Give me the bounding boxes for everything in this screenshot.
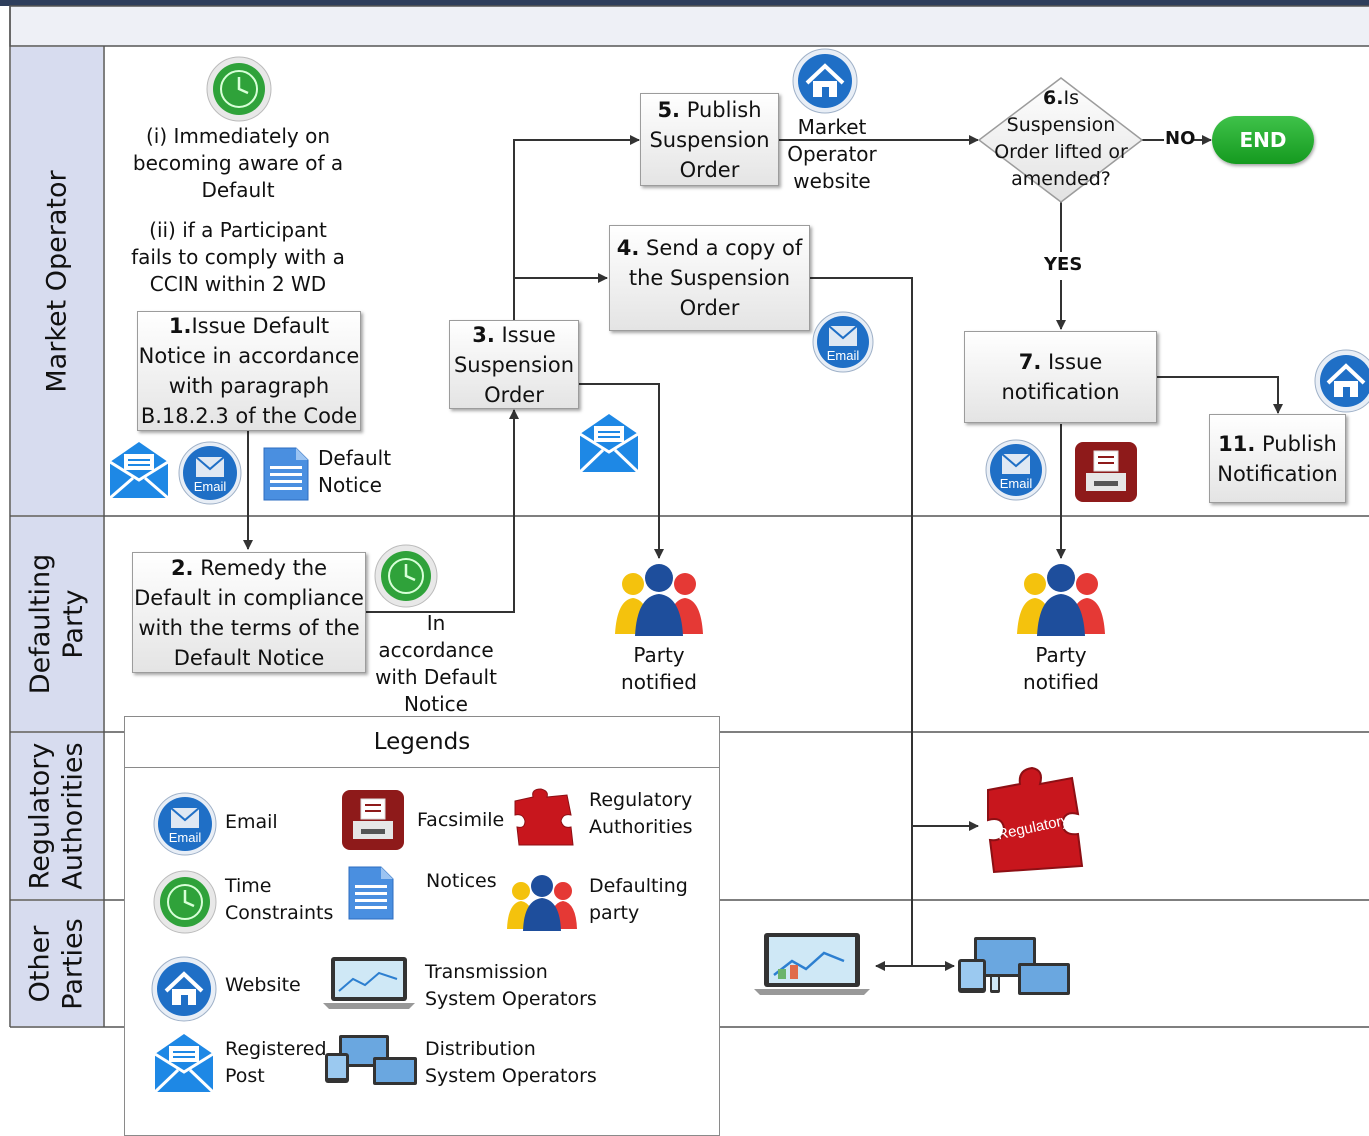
email-icon: Email [178, 441, 242, 505]
clock-icon [206, 56, 272, 122]
regulatory-puzzle-icon [514, 788, 574, 846]
step-3-box[interactable]: 3. Issue Suspension Order [449, 320, 579, 409]
legend-tso-label: Transmission System Operators [425, 961, 597, 1010]
legend-notices-label: Notices [426, 870, 497, 892]
legend-title: Legends [125, 717, 719, 768]
email-icon: Email [812, 311, 874, 373]
clock-icon [153, 870, 217, 934]
transmission-system-operator-icon [754, 933, 870, 995]
registered-post-icon [109, 442, 169, 500]
lane-label-other-parties: Other Parties [24, 917, 89, 1010]
step-2-number: 2. [170, 555, 194, 580]
email-icon: Email [985, 439, 1047, 501]
step-11-text: Publish Notification [1217, 431, 1338, 486]
legend-facsimile-label: Facsimile [417, 809, 505, 831]
registered-post-icon [578, 414, 640, 474]
email-icon-text: Email [194, 479, 227, 494]
step-6-number: 6. [1043, 87, 1064, 109]
party-notified-label: Party notified [621, 643, 697, 694]
step-2-text: Remedy the Default in compliance with th… [134, 555, 364, 670]
email-icon-text: Email [1000, 476, 1033, 491]
step-4-text: Send a copy of the Suspension Order [628, 236, 803, 320]
branch-no-label: NO [1165, 128, 1196, 149]
header-bar [0, 0, 1369, 6]
lane-label-defaulting-party: Defaulting Party [25, 553, 89, 695]
legend-website-label: Website [225, 974, 301, 996]
facsimile-icon [1075, 442, 1137, 502]
lane-label-market-operator: Market Operator [41, 169, 73, 393]
website-icon [792, 48, 858, 114]
legend-time-label: Time Constraints [225, 875, 334, 924]
distribution-system-operator-icon [958, 937, 1070, 995]
registered-post-icon [153, 1034, 215, 1094]
step-2-box[interactable]: 2. Remedy the Default in compliance with… [132, 552, 366, 673]
lane-market-operator: Market Operator [11, 47, 103, 515]
step-6-text: Is Suspension Order lifted or amended? [994, 87, 1128, 190]
legend-dso-label: Distribution System Operators [425, 1038, 597, 1087]
market-operator-website-label: Market Operator website [787, 115, 877, 193]
step-3-text: Issue Suspension Order [453, 322, 575, 407]
in-accordance-text: In accordance with Default Notice [375, 611, 497, 716]
step-11-box[interactable]: 11. Publish Notification [1209, 414, 1346, 503]
step-1-number: 1. [168, 314, 192, 338]
step-5-text: Publish Suspension Order [649, 97, 770, 182]
legend-email-label: Email [225, 811, 278, 833]
email-icon: Email [153, 792, 217, 856]
website-icon [151, 956, 217, 1022]
step-11-number: 11. [1218, 431, 1256, 456]
step-6-decision[interactable]: 6.Is Suspension Order lifted or amended? [986, 85, 1136, 193]
email-icon-text: Email [827, 348, 860, 363]
notice-document-icon [263, 447, 309, 501]
trigger-ccin-text: (ii) if a Participant fails to comply wi… [131, 218, 345, 296]
step-5-box[interactable]: 5. Publish Suspension Order [640, 93, 779, 186]
time-constraint-icon [374, 544, 438, 608]
branch-yes-label: YES [1044, 254, 1083, 275]
legend-regulatory-label: Regulatory Authorities [589, 789, 693, 838]
step-7-box[interactable]: 7. Issue notification [964, 331, 1157, 423]
legend-defaulting-label: Defaulting party [589, 875, 688, 924]
end-terminator[interactable]: END [1212, 116, 1314, 164]
lane-label-regulatory-authorities: Regulatory Authorities [25, 742, 90, 890]
lane-other-parties: Other Parties [11, 901, 103, 1026]
notice-document-icon [348, 866, 394, 920]
website-icon [1314, 349, 1369, 413]
defaulting-party-icon [507, 875, 577, 931]
lane-defaulting-party: Defaulting Party [11, 517, 103, 731]
legend-panel: Legends Email Email Facsimile Regulatory… [124, 716, 720, 1136]
step-1-box[interactable]: 1.Issue Default Notice in accordance wit… [137, 311, 361, 431]
party-notified-label: Party notified [1023, 643, 1099, 694]
default-notice-label: Default Notice [318, 446, 392, 497]
trigger-immediate-text: (i) Immediately on becoming aware of a D… [132, 124, 344, 202]
step-7-text: Issue notification [1001, 350, 1120, 404]
step-4-box[interactable]: 4. Send a copy of the Suspension Order [609, 225, 810, 331]
step-3-number: 3. [472, 322, 495, 347]
transmission-system-operator-icon [323, 957, 415, 1009]
distribution-system-operator-icon [325, 1035, 417, 1085]
step-7-number: 7. [1018, 350, 1042, 374]
facsimile-icon [342, 790, 404, 850]
email-icon-text: Email [169, 830, 202, 845]
step-4-number: 4. [616, 236, 640, 260]
header-row [9, 5, 1369, 47]
defaulting-party-icon [1017, 564, 1105, 636]
decision-diamond [977, 77, 1144, 203]
lane-regulatory-authorities: Regulatory Authorities [11, 733, 103, 899]
legend-post-label: Registered Post [225, 1038, 327, 1087]
step-5-number: 5. [657, 97, 681, 122]
step-1-text: Issue Default Notice in accordance with … [138, 314, 360, 428]
regulatory-puzzle-icon: Regulatory [987, 766, 1084, 874]
defaulting-party-icon [615, 564, 703, 636]
